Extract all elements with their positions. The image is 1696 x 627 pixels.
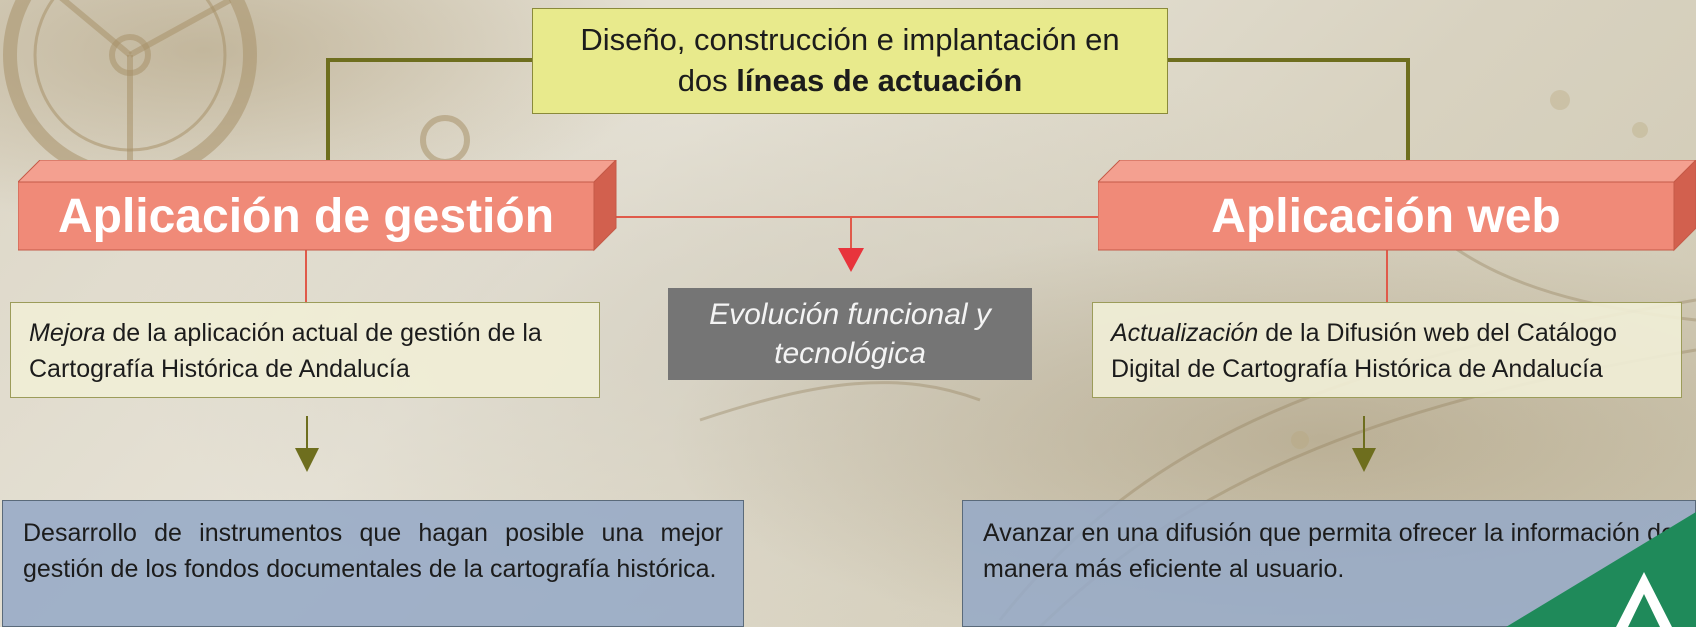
olive-arrow-left-icon — [295, 416, 319, 472]
desc-web-text: de la Difusión web del Catálogo Digital … — [1111, 319, 1617, 384]
goal-gestion-text: Desarrollo de instrumentos que hagan pos… — [23, 519, 723, 584]
block-3d-shape — [1098, 160, 1696, 252]
olive-arrow-right-icon — [1352, 416, 1376, 472]
heading-web: Aplicación web — [1211, 189, 1561, 243]
desc-box-web: Actualización de la Difusión web del Cat… — [1092, 302, 1682, 398]
evolution-line-2: tecnológica — [774, 337, 926, 370]
heading-block-web: Aplicación web — [1098, 160, 1696, 252]
heading-block-gestion: Aplicación de gestión — [18, 160, 618, 252]
red-arrow-icon — [838, 248, 864, 272]
goal-web-text: Avanzar en una difusión que permita ofre… — [983, 519, 1675, 584]
connector-left-horizontal — [328, 58, 532, 62]
connector-right-vertical — [1406, 58, 1410, 162]
evolution-line-1: Evolución funcional y — [709, 298, 991, 331]
connector-right-horizontal — [1168, 58, 1410, 62]
desc-gestion-emphasis: Mejora — [29, 319, 106, 347]
connector-left-vertical — [326, 58, 330, 162]
title-line-1: Diseño, construcción e implantación en — [580, 22, 1120, 58]
institution-logo — [1506, 512, 1696, 627]
evolution-box: Evolución funcional y tecnológica — [668, 288, 1032, 380]
title-box: Diseño, construcción e implantación en d… — [532, 8, 1168, 114]
red-connector-down — [850, 216, 852, 250]
left-heading-connector — [305, 250, 307, 304]
title-line-2: dos líneas de actuación — [677, 63, 1023, 98]
desc-gestion-text: de la aplicación actual de gestión de la… — [29, 319, 542, 384]
red-connector-horizontal — [614, 216, 1100, 218]
desc-web-emphasis: Actualización — [1111, 319, 1259, 347]
heading-gestion: Aplicación de gestión — [57, 189, 555, 243]
desc-box-gestion: Mejora de la aplicación actual de gestió… — [10, 302, 600, 398]
block-3d-shape — [18, 160, 617, 252]
goal-box-gestion: Desarrollo de instrumentos que hagan pos… — [2, 500, 744, 627]
title-emphasis: líneas de actuación — [736, 63, 1023, 98]
right-heading-connector — [1386, 250, 1388, 304]
